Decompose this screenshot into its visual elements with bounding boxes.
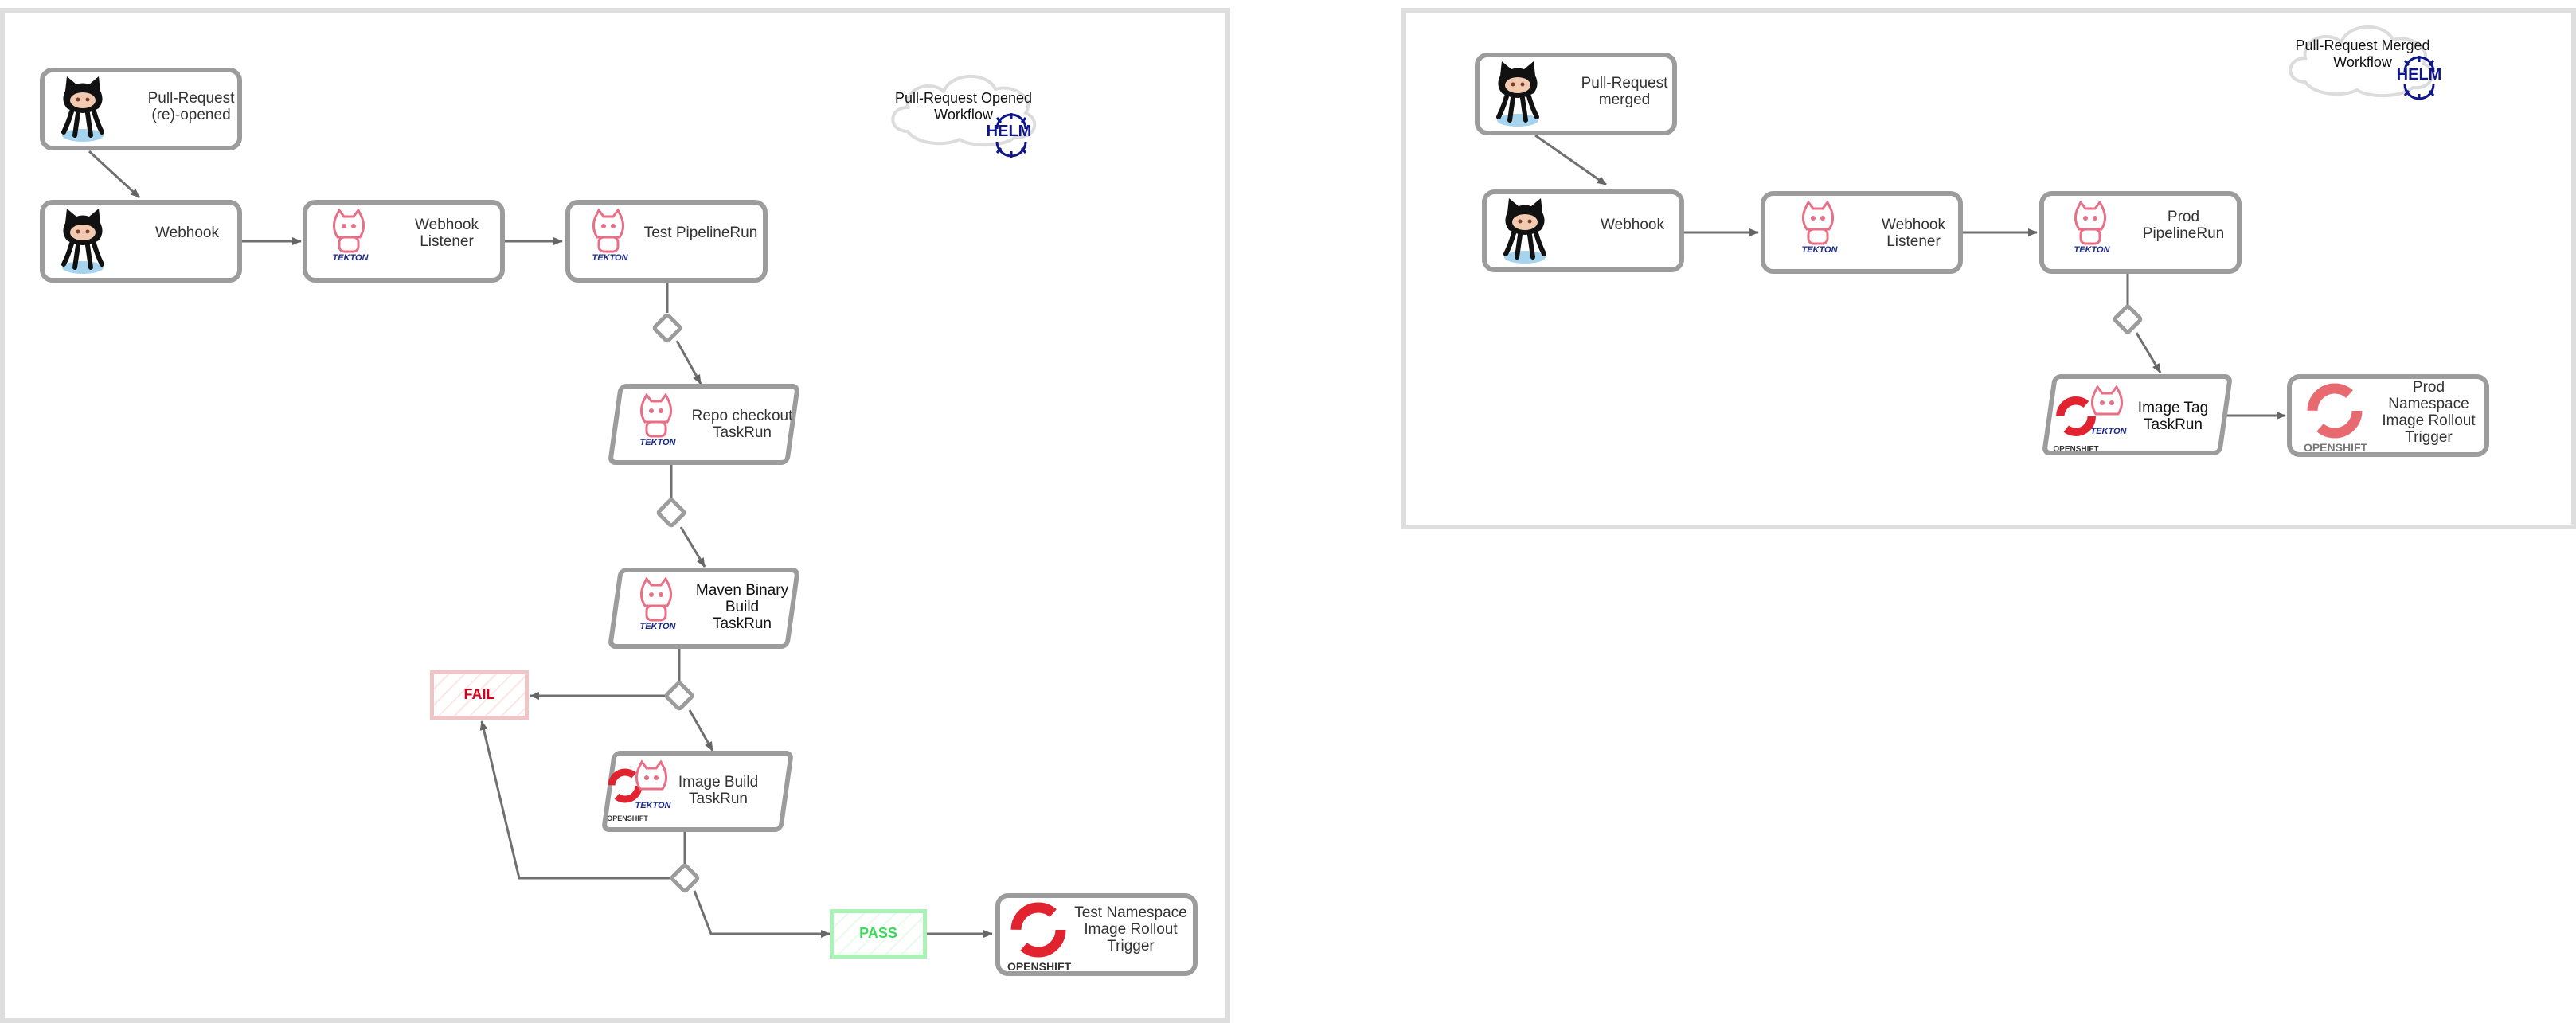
right-webhook-listener-label: Webhook Listener [1882,217,1945,250]
openshift-text: OPENSHIFT [1007,960,1072,973]
edge-merged-to-webhook [1534,134,1607,186]
helm-icon [995,113,1027,158]
edge-decision3-to-imagebuild [688,709,714,752]
decision-diamond-right [2113,304,2143,334]
tekton-text: TEKTON [639,438,676,447]
image-build-label: Image Build TaskRun [678,774,759,807]
tekton-cat-icon [635,760,668,791]
pass-badge [830,909,927,959]
pass-label: PASS [859,925,897,941]
openshift-text: OPENSHIFT [2053,445,2099,454]
right-webhook-label: Webhook [1601,217,1664,233]
right-webhook-listener-node[interactable] [1761,191,1963,274]
openshift-text: OPENSHIFT [607,814,648,822]
cloud-shape [891,74,1037,147]
webhook-listener-label: Webhook Listener [415,217,479,250]
prod-pipelinerun-label: Prod PipelineRun [2142,209,2225,242]
github-octocat-icon [1496,61,1539,127]
tekton-cat-icon [2074,201,2107,245]
left-workflow-frame [0,8,1230,1023]
tekton-cat-icon [639,393,673,438]
left-cloud-label: Pull-Request Opened Workflow [894,90,1033,123]
edge-decision4-to-pass [693,890,831,938]
test-rollout-label: Test Namespace Image Rollout Trigger [1074,904,1187,955]
edge-decision2-to-maven [679,526,706,568]
tekton-cat-icon [2090,385,2124,416]
edge-pr-to-webhook [88,150,141,199]
right-cloud-label: Pull-Request Merged Workflow [2295,37,2430,70]
openshift-text: OPENSHIFT [2303,441,2368,454]
tekton-text: TEKTON [2074,245,2110,255]
webhook-label: Webhook [155,225,219,241]
pr-merged-label: Pull-Request merged [1581,75,1668,108]
decision-diamond-1 [652,313,682,343]
cloud-shape [2289,25,2434,98]
openshift-icon [2307,383,2363,439]
openshift-icon [2056,396,2096,436]
prod-rollout-node[interactable] [2287,374,2489,457]
tekton-text: TEKTON [2090,427,2127,436]
tekton-text: TEKTON [592,253,628,263]
helm-label: HELM [2396,66,2442,84]
edge-decision-to-imagetag [2135,332,2162,373]
repo-checkout-label: Repo checkout TaskRun [691,408,793,441]
github-octocat-icon [61,209,104,274]
helm-icon [2403,56,2435,100]
image-tag-label: Image Tag TaskRun [2137,400,2209,433]
right-workflow-frame [1401,8,2576,529]
fail-label: FAIL [463,686,495,702]
test-pipelinerun-label: Test PipelineRun [643,225,758,241]
tekton-text: TEKTON [639,622,676,631]
tekton-text: TEKTON [635,801,671,810]
maven-build-label: Maven Binary Build TaskRun [695,582,789,632]
edge-decision4-to-fail [479,720,670,880]
tekton-cat-icon [639,577,673,622]
prod-pipelinerun-node[interactable] [2039,191,2242,274]
tekton-cat-icon [592,209,625,253]
prod-rollout-label: Prod Namespace Image Rollout Trigger [2382,379,2476,446]
tekton-text: TEKTON [1801,245,1838,255]
tekton-cat-icon [332,209,365,253]
decision-diamond-3 [664,681,694,711]
openshift-icon [1010,902,1066,958]
pr-reopened-label: Pull-Request (re)-opened [147,90,235,123]
helm-label: HELM [986,123,1032,140]
decision-diamond-4 [670,863,700,893]
tekton-cat-icon [1801,201,1835,245]
edge-decision1-to-repo [675,340,702,385]
fail-badge [430,670,529,720]
github-octocat-icon [61,76,104,142]
decision-diamond-2 [656,498,686,528]
github-octocat-icon [1503,198,1546,264]
tekton-text: TEKTON [332,253,369,263]
